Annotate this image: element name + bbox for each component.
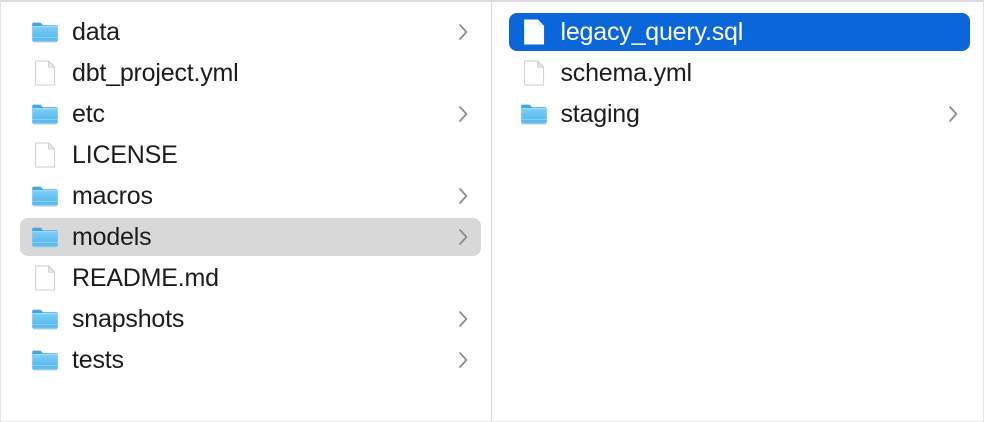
- chevron-right-icon[interactable]: [457, 103, 471, 125]
- file-browser-column-parent[interactable]: data dbt_project.yml etc: [1, 2, 492, 421]
- file-list-item-label: models: [72, 223, 152, 251]
- file-list-item-label: dbt_project.yml: [72, 59, 239, 87]
- file-list-item-label: etc: [72, 100, 105, 128]
- chevron-right-icon[interactable]: [457, 226, 471, 248]
- folder-icon: [30, 99, 60, 129]
- folder-icon: [30, 17, 60, 47]
- folder-icon: [30, 222, 60, 252]
- folder-icon: [30, 345, 60, 375]
- document-icon: [30, 263, 60, 293]
- file-list-item-label: data: [72, 18, 120, 46]
- file-list-item[interactable]: README.md: [20, 259, 481, 297]
- file-list-item[interactable]: legacy_query.sql: [508, 13, 970, 51]
- chevron-right-icon[interactable]: [457, 349, 471, 371]
- file-list-item[interactable]: snapshots: [20, 300, 481, 338]
- document-icon: [30, 58, 60, 88]
- folder-icon: [30, 304, 60, 334]
- file-list-item[interactable]: staging: [509, 95, 971, 133]
- document-icon: [519, 58, 549, 88]
- file-list-item-label: macros: [72, 182, 153, 210]
- file-list-item-label: tests: [72, 346, 124, 374]
- file-list-item[interactable]: dbt_project.yml: [20, 54, 481, 92]
- document-icon: [30, 140, 60, 170]
- file-list-item-label: README.md: [72, 264, 219, 292]
- file-list-item-label: staging: [560, 100, 640, 128]
- chevron-right-icon[interactable]: [457, 185, 471, 207]
- file-list-item[interactable]: macros: [20, 177, 481, 215]
- file-list-item[interactable]: LICENSE: [20, 136, 481, 174]
- file-browser-column-child[interactable]: legacy_query.sql schema.yml staging: [492, 2, 984, 421]
- file-list-item-label: snapshots: [72, 305, 185, 333]
- file-list-item[interactable]: models: [20, 218, 481, 256]
- file-list-item-label: LICENSE: [72, 141, 178, 169]
- folder-icon: [30, 181, 60, 211]
- document-icon: [519, 17, 549, 47]
- file-list-item-label: legacy_query.sql: [560, 18, 744, 46]
- chevron-right-icon[interactable]: [457, 308, 471, 330]
- file-list-item[interactable]: schema.yml: [509, 54, 971, 92]
- chevron-right-icon[interactable]: [457, 21, 471, 43]
- file-list-item[interactable]: tests: [20, 341, 481, 379]
- file-list-item-label: schema.yml: [560, 59, 693, 87]
- folder-icon: [519, 99, 549, 129]
- file-list-item[interactable]: data: [20, 13, 481, 51]
- file-list-item[interactable]: etc: [20, 95, 481, 133]
- chevron-right-icon[interactable]: [946, 103, 960, 125]
